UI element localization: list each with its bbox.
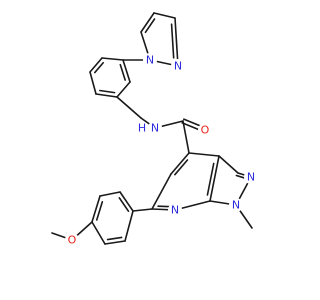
- bond-core-c6-c5: [151, 173, 172, 210]
- atom-label-h-amide: H: [138, 122, 146, 135]
- atom-label-n-pyridine: N: [171, 204, 179, 217]
- bond-ph-3-inner: [95, 200, 104, 221]
- bond-core-c3a-c3: [218, 155, 239, 174]
- bond-pz-c3-n2-inner: [170, 23, 175, 59]
- bond-core-c5-c4: [170, 152, 190, 175]
- bond-core-c5-c4-inner: [174, 159, 189, 176]
- atom-label-n-ring-methyl: N: [232, 199, 240, 212]
- bond-pz-c5-c4-inner: [144, 18, 156, 34]
- molecule-diagram: N N N H O N N N: [51, 12, 258, 247]
- bond-ph-3: [91, 195, 101, 223]
- atom-label-n-pyrazole-2: N: [174, 60, 182, 73]
- bond-ph-5-inner: [106, 236, 123, 241]
- atom-label-n-pyrazole-1: N: [146, 54, 154, 67]
- atom-n-amide: N: [148, 121, 162, 135]
- bond-carbonyl-ring: [182, 120, 190, 154]
- bond-core-phenyl: [132, 208, 153, 212]
- bond-ph-2: [99, 191, 121, 197]
- atom-label-n-amide: N: [151, 122, 159, 135]
- bond-layer: [51, 12, 253, 245]
- bond-ph-5: [104, 240, 126, 245]
- bond-ph-6: [124, 210, 134, 242]
- bond-benz-4-inner: [99, 89, 116, 94]
- bond-benz-1: [101, 57, 124, 61]
- atom-label-o-methoxy: O: [68, 234, 77, 247]
- bond-benz-ch2: [116, 96, 142, 119]
- structure-drawing: N N N H O N N N: [51, 12, 258, 247]
- bond-benz-2: [89, 57, 103, 73]
- atom-n-pyridine: N: [168, 203, 182, 217]
- bond-pz-c3-n2: [174, 17, 179, 67]
- bond-benz-3: [89, 71, 97, 95]
- bond-core-c3a-c7a: [209, 155, 220, 202]
- bond-benz-2-inner: [93, 61, 104, 74]
- bond-core-c3-n-inner: [235, 174, 247, 180]
- atom-label-o-carbonyl: O: [201, 124, 210, 137]
- atom-n-pyrazole-1: N: [143, 53, 157, 67]
- atom-h-amide: H: [136, 122, 148, 135]
- atom-o-methoxy: O: [65, 233, 79, 247]
- bond-core-c3a-c7a-inner: [206, 162, 215, 196]
- bond-benz-6-inner: [119, 63, 126, 81]
- bond-pz-c5-c4: [140, 12, 155, 33]
- atom-label-layer: N N N H O N N N: [65, 53, 258, 247]
- atom-o-carbonyl: O: [198, 123, 212, 137]
- bond-ph-4: [91, 221, 106, 245]
- atom-n-ring-methyl: N: [229, 198, 243, 212]
- bond-ph-1-inner: [118, 197, 130, 212]
- bond-pz-c4-c3: [153, 12, 176, 19]
- atom-n-pyrazole-2: N: [171, 59, 185, 73]
- atom-label-n-ring-upper: N: [247, 171, 255, 184]
- bond-ph-1: [119, 191, 134, 212]
- bond-benz-4: [95, 93, 118, 98]
- bond-core-c4-c3a: [188, 152, 220, 157]
- bond-benz-5: [116, 81, 131, 98]
- atom-n-ring-upper: N: [244, 170, 258, 184]
- bond-benz-6: [122, 59, 131, 83]
